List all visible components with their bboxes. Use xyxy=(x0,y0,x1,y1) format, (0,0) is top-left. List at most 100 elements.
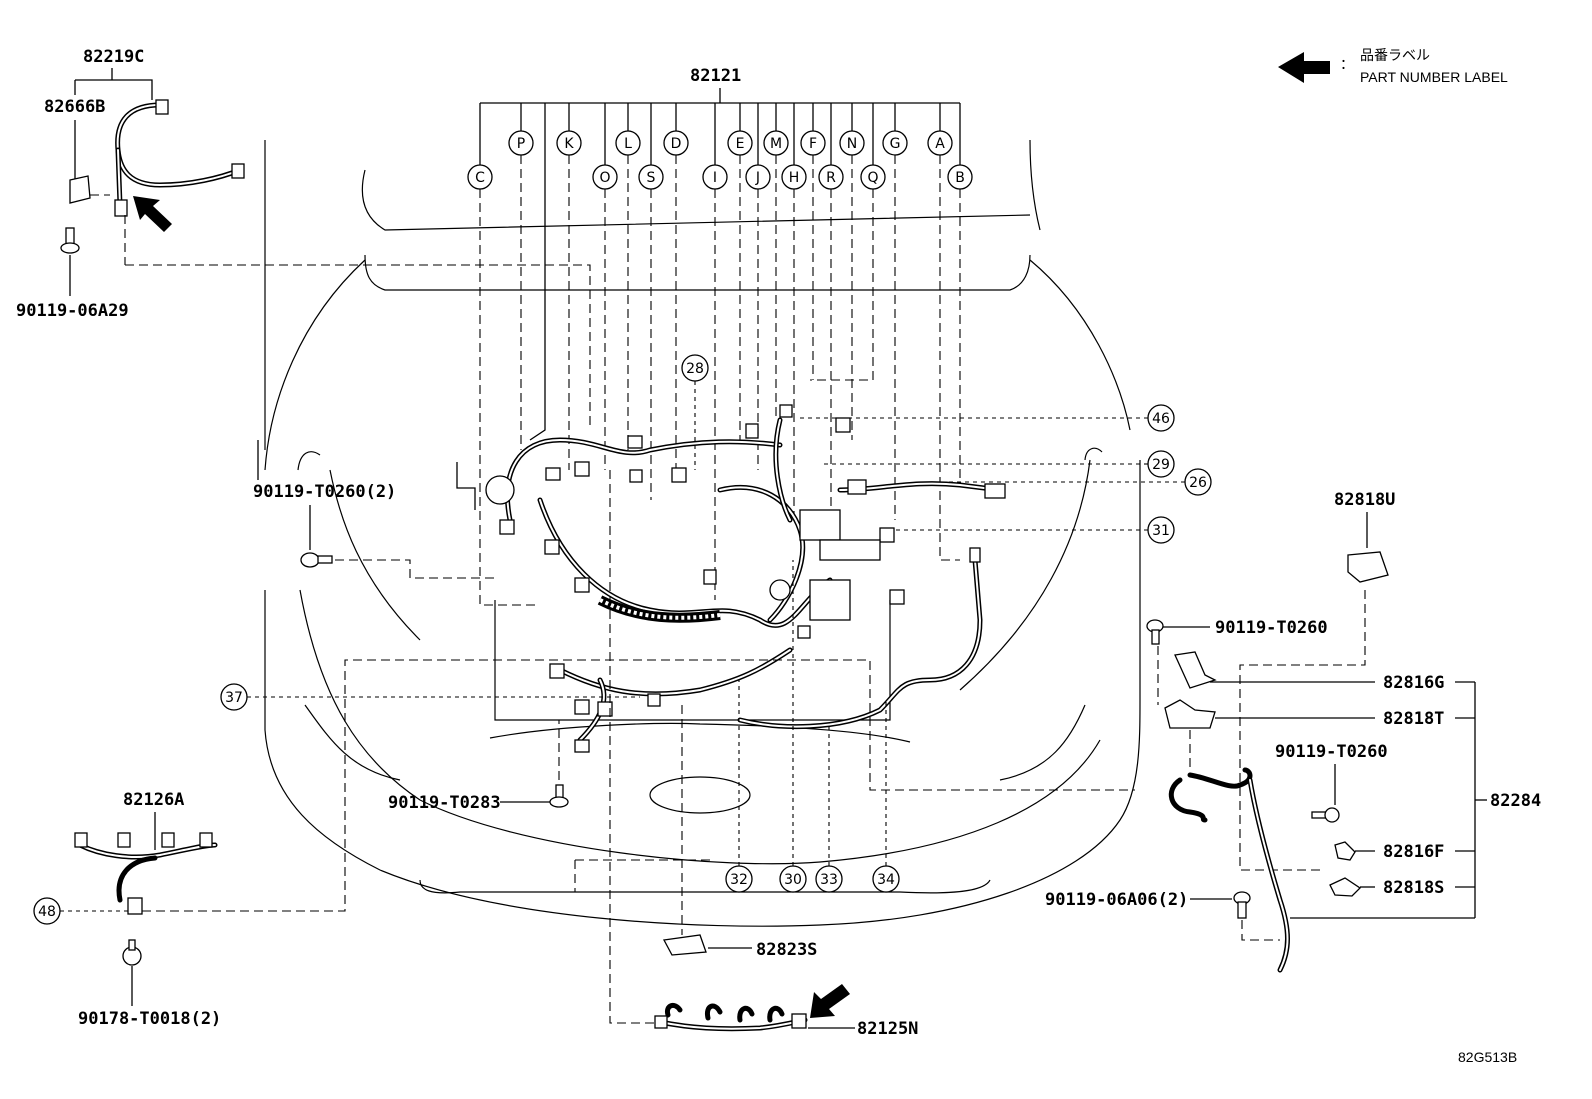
bolt-90119-T0260-2: 90119-T0260(2) xyxy=(253,440,495,579)
ref-30: 30 xyxy=(779,865,807,893)
svg-text:34: 34 xyxy=(877,872,895,888)
part-82666B-label: 82666B xyxy=(44,97,105,117)
ref-37: 37 xyxy=(220,683,248,711)
subassembly-82823S: 82823S xyxy=(662,705,817,960)
connector-P: P xyxy=(508,130,534,156)
part-82125N-label: 82125N xyxy=(857,1019,918,1039)
part-90119-T0283-label: 90119-T0283 xyxy=(388,793,501,813)
subassembly-82125N: 82125N xyxy=(574,470,918,1039)
bolt-icon xyxy=(1233,891,1251,919)
connector-S: S xyxy=(638,164,664,190)
connector-A: A xyxy=(927,130,953,156)
ref-48: 48 xyxy=(33,897,61,925)
svg-text:D: D xyxy=(671,136,682,152)
connector-O: O xyxy=(592,164,618,190)
part-90119-T0260-b-label: 90119-T0260 xyxy=(1275,742,1388,762)
subassembly-82284: 82818U 90119-T0260 82816G 82818T 90119-T… xyxy=(1045,490,1541,973)
svg-text:F: F xyxy=(809,136,817,152)
part-82823S-label: 82823S xyxy=(756,940,817,960)
svg-text:A: A xyxy=(935,136,945,152)
svg-text:L: L xyxy=(624,136,632,152)
svg-text:48: 48 xyxy=(38,904,56,920)
part-82219C-label: 82219C xyxy=(83,47,144,67)
connector-I: I xyxy=(702,164,728,190)
svg-text:H: H xyxy=(789,170,800,186)
legend-label-jp: 品番ラベル xyxy=(1360,47,1430,63)
connector-leader-lines xyxy=(125,103,961,606)
legend-label-en: PART NUMBER LABEL xyxy=(1360,69,1508,85)
clip-icon xyxy=(122,939,142,966)
ref-34: 34 xyxy=(872,865,900,893)
svg-text:I: I xyxy=(713,170,717,186)
svg-text:28: 28 xyxy=(686,361,704,377)
part-82816G-label: 82816G xyxy=(1383,673,1444,693)
svg-text:37: 37 xyxy=(225,690,243,706)
svg-text:S: S xyxy=(647,170,656,186)
ref-26: 26 xyxy=(1184,468,1212,496)
subassembly-82126A: 82126A 90178-T0018(2) xyxy=(74,659,1135,1029)
bolt-icon xyxy=(1146,619,1164,645)
svg-text:32: 32 xyxy=(730,872,748,888)
connector-J: J xyxy=(745,164,771,190)
part-82126A-label: 82126A xyxy=(123,790,184,810)
connector-G: G xyxy=(882,130,908,156)
part-90119-06A29-label: 90119-06A29 xyxy=(16,301,129,321)
part-number-label-arrow-icon xyxy=(810,984,850,1018)
bolt-icon xyxy=(300,552,333,568)
svg-text:33: 33 xyxy=(820,872,838,888)
svg-text:E: E xyxy=(736,136,745,152)
legend-separator: ： xyxy=(1340,56,1354,72)
connector-L: L xyxy=(615,130,641,156)
part-90119-T0260-2-label: 90119-T0260(2) xyxy=(253,482,396,502)
svg-text:K: K xyxy=(564,136,574,152)
figure-code: 82G513B xyxy=(1458,1049,1517,1065)
svg-text:29: 29 xyxy=(1152,457,1170,473)
svg-text:Q: Q xyxy=(867,170,878,186)
part-82816F-label: 82816F xyxy=(1383,842,1444,862)
connector-letters-bottom: C O S I J H R Q B xyxy=(467,164,973,190)
main-harness-label: 82121 xyxy=(690,66,741,86)
connector-D: D xyxy=(663,130,689,156)
connector-F: F xyxy=(800,130,826,156)
part-90119-06A06-2-label: 90119-06A06(2) xyxy=(1045,890,1188,910)
svg-text:O: O xyxy=(599,170,610,186)
svg-text:31: 31 xyxy=(1152,523,1170,539)
part-82818T-label: 82818T xyxy=(1383,709,1444,729)
connector-C: C xyxy=(467,164,493,190)
svg-text:M: M xyxy=(770,136,782,152)
engine-harness xyxy=(456,404,1006,753)
ref-33: 33 xyxy=(815,865,843,893)
connector-R: R xyxy=(818,164,844,190)
connector-H: H xyxy=(781,164,807,190)
connector-M: M xyxy=(763,130,789,156)
legend: ： 品番ラベル PART NUMBER LABEL xyxy=(1278,47,1508,85)
connector-letters-top: P K L D E M F N G A xyxy=(508,130,953,156)
svg-text:B: B xyxy=(955,170,965,186)
svg-text:30: 30 xyxy=(784,872,802,888)
ref-29: 29 xyxy=(1147,450,1175,478)
part-number-label-arrow-icon xyxy=(1278,52,1330,83)
svg-text:C: C xyxy=(475,170,485,186)
svg-text:R: R xyxy=(826,170,836,186)
connector-K: K xyxy=(556,130,582,156)
connector-N: N xyxy=(839,130,865,156)
part-82818S-label: 82818S xyxy=(1383,878,1444,898)
svg-text:N: N xyxy=(847,136,857,152)
bolt-90119-T0283: 90119-T0283 xyxy=(388,720,569,813)
svg-text:G: G xyxy=(890,136,901,152)
svg-text:26: 26 xyxy=(1189,475,1207,491)
connector-E: E xyxy=(727,130,753,156)
part-90119-T0260-a-label: 90119-T0260 xyxy=(1215,618,1328,638)
part-90178-T0018-2-label: 90178-T0018(2) xyxy=(78,1009,221,1029)
part-number-label-arrow-icon xyxy=(133,196,172,232)
part-82818U-label: 82818U xyxy=(1334,490,1395,510)
connector-Q: Q xyxy=(860,164,886,190)
svg-text:P: P xyxy=(517,136,525,152)
ref-46: 46 xyxy=(1147,404,1175,432)
part-82284-label: 82284 xyxy=(1490,791,1541,811)
bolt-icon xyxy=(1311,807,1340,823)
ref-32: 32 xyxy=(725,865,753,893)
svg-text:46: 46 xyxy=(1152,411,1170,427)
bolt-icon xyxy=(60,227,80,254)
